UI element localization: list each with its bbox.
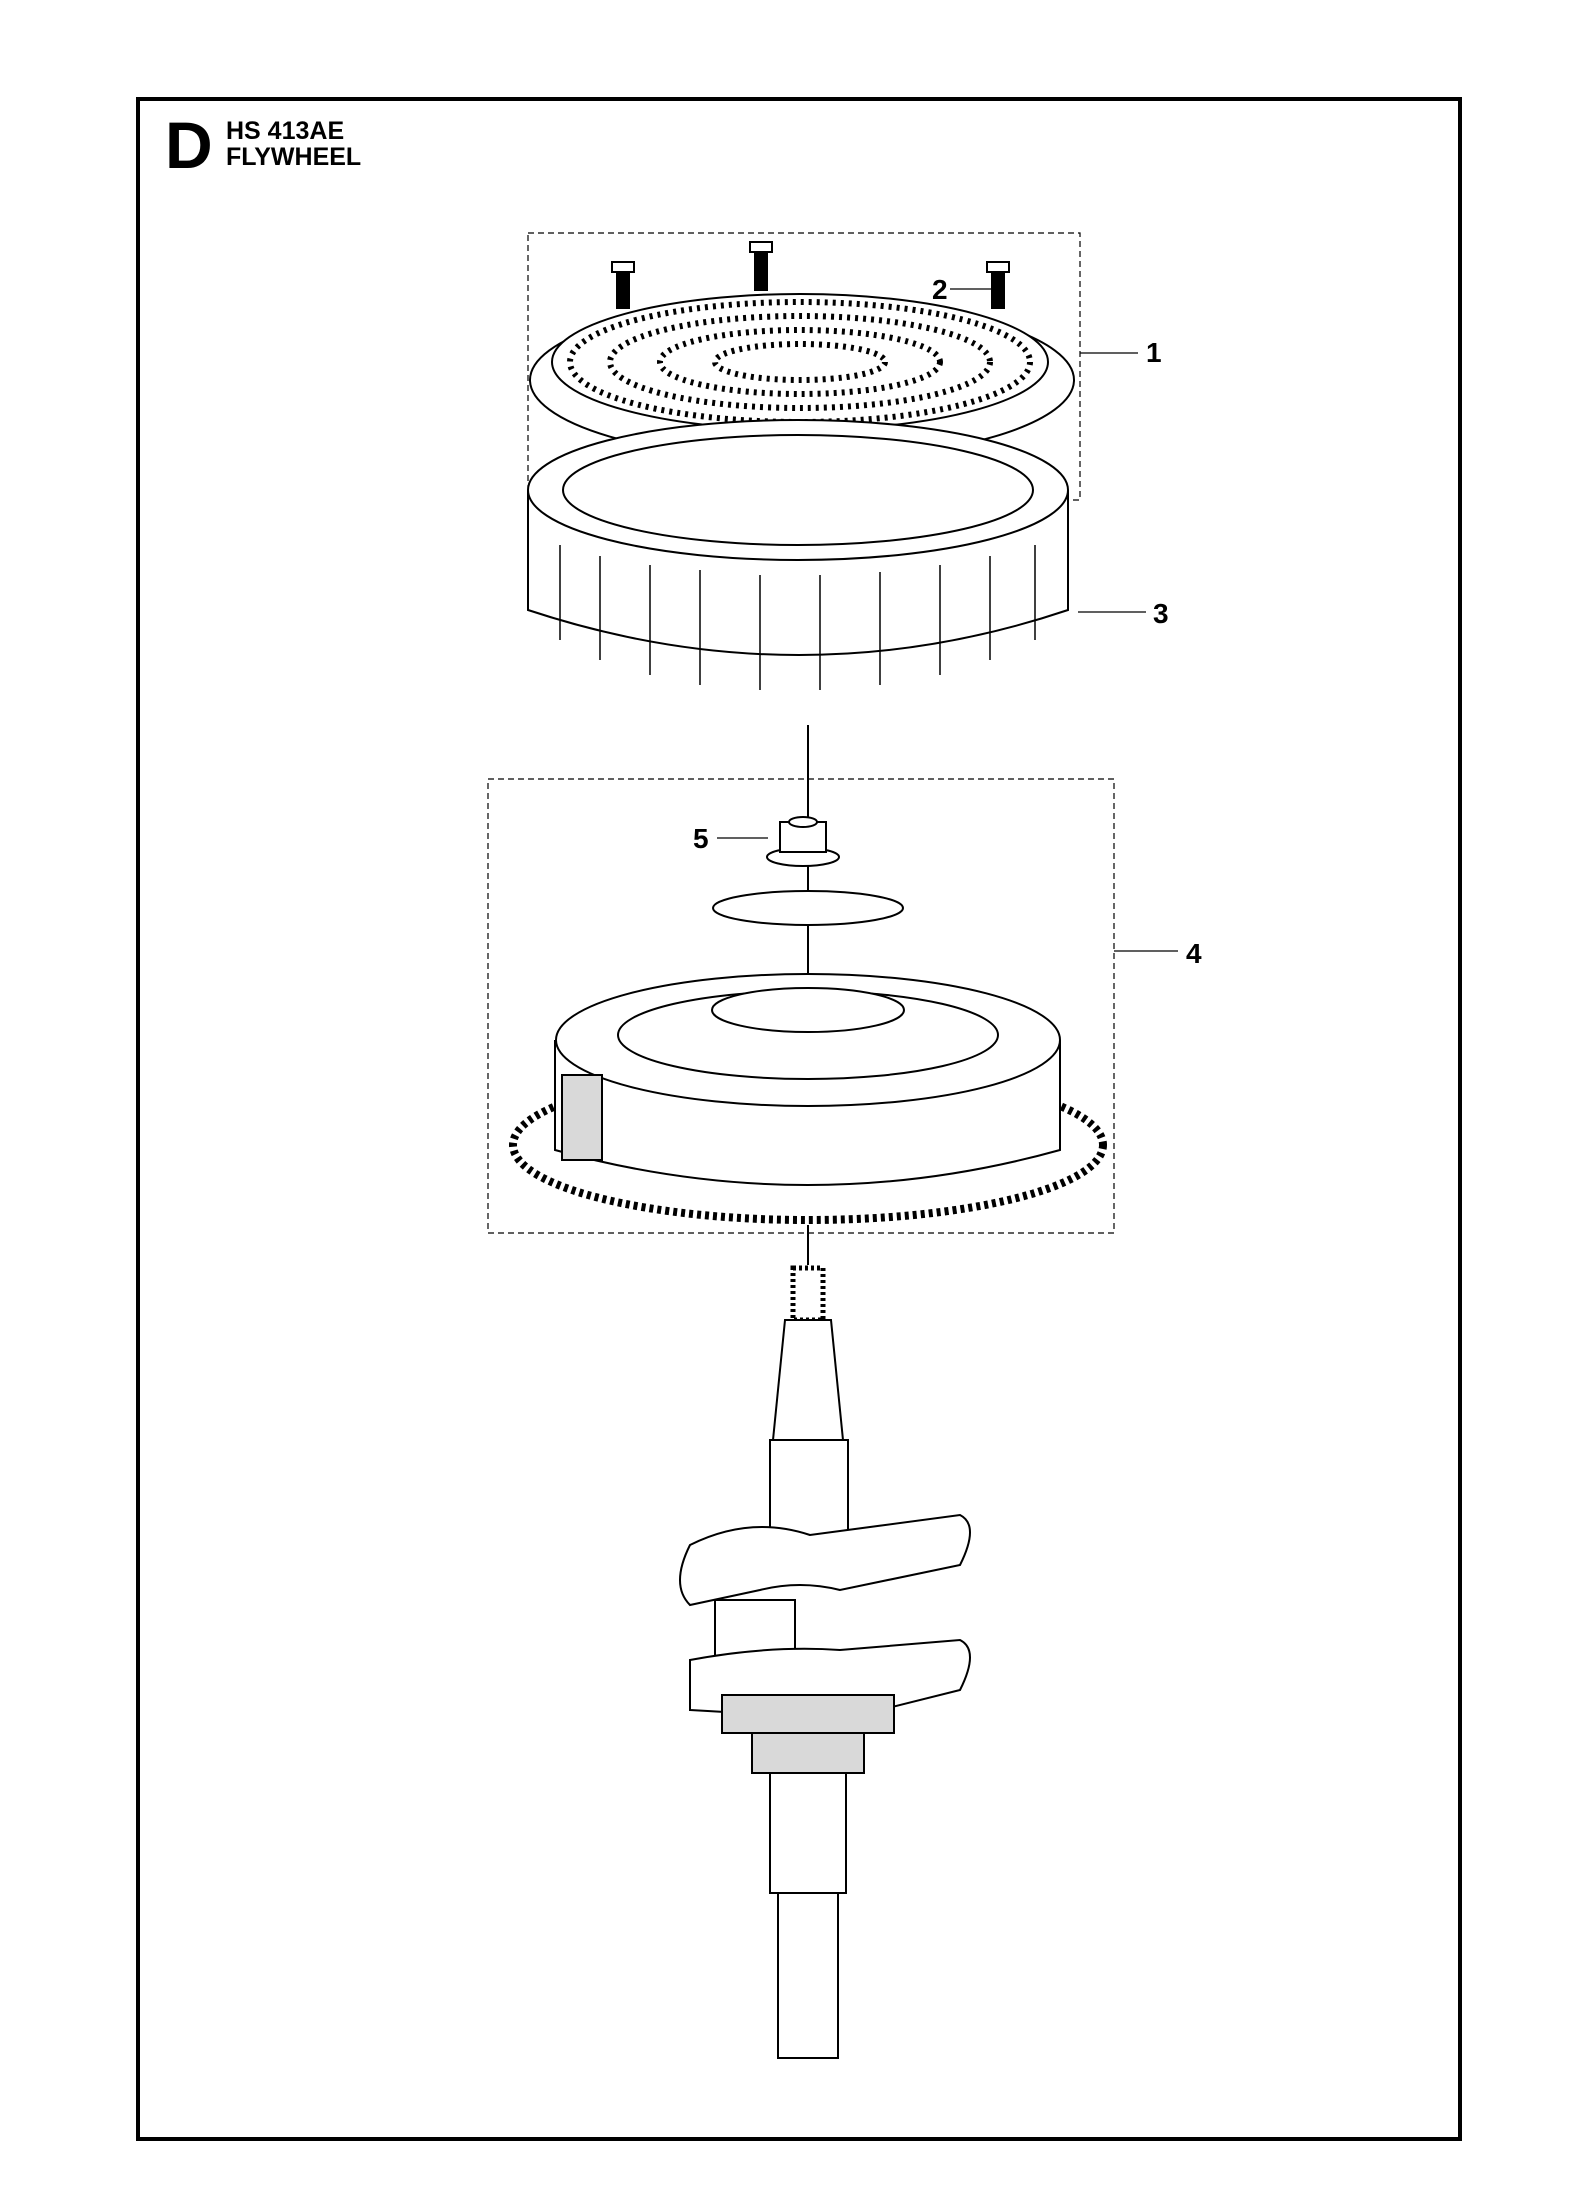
screen-grille-icon — [529, 293, 1075, 461]
callout-3: 3 — [1153, 598, 1169, 629]
diagram-title: HS 413AE FLYWHEEL — [226, 118, 361, 171]
group-box-4 — [487, 778, 1115, 1234]
washer-plate-icon — [712, 890, 904, 926]
bolt-icon — [611, 241, 1010, 309]
flange-nut-icon — [766, 816, 840, 867]
assembly-name: FLYWHEEL — [226, 143, 362, 172]
model-name: HS 413AE — [226, 117, 345, 145]
callout-1: 1 — [1146, 337, 1162, 368]
drawing-frame — [136, 97, 1462, 2141]
crankshaft-icon — [679, 1265, 971, 2059]
flywheel-icon — [509, 973, 1107, 1224]
fan-icon — [527, 419, 1069, 690]
callout-4: 4 — [1186, 938, 1202, 969]
callout-5: 5 — [693, 823, 709, 854]
callout-2: 2 — [932, 274, 948, 305]
section-letter: D — [165, 108, 213, 182]
